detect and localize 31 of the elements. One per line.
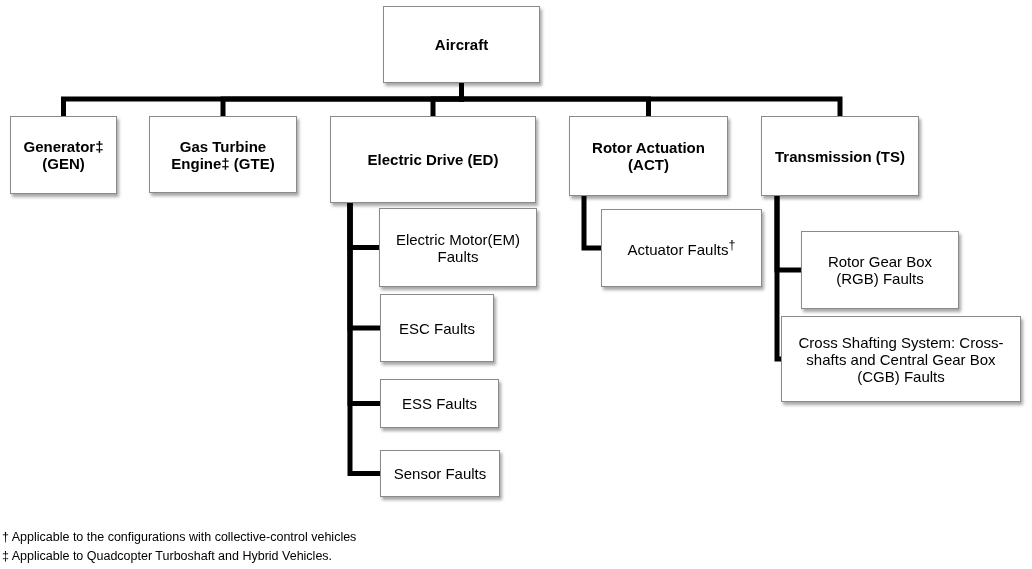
connector-line (581, 196, 601, 251)
box-label: ESS Faults (402, 395, 477, 412)
hierarchy-box (380, 294, 494, 362)
box-label: Aircraft (434, 36, 489, 53)
box-label: Gas Turbine Engine‡ (GTE) (170, 137, 276, 172)
box-label: Transmission (TS) (775, 147, 905, 165)
box-label: Electric Motor(EM) Faults (394, 230, 522, 265)
hierarchy-box (781, 316, 1021, 402)
box-label: Cross Shafting System: Cross-shafts and Central Gear Box (CGB) Faults (797, 333, 1005, 385)
hierarchy-box (761, 116, 919, 196)
footnote: † Applicable to the configurations with collective-control vehicles (2, 530, 357, 544)
box-label: Electric Drive (ED) (367, 151, 499, 168)
box-label: Generator‡ (GEN) (22, 138, 105, 172)
box-label: Actuator Faults$^{†}$ (627, 238, 736, 258)
hierarchy-box (380, 379, 499, 428)
hierarchy-box (569, 116, 728, 196)
box-label: ESC Faults (399, 319, 475, 337)
footnote: ‡ Applicable to Quadcopter Turboshaft and Hybrid Vehicles. (2, 549, 333, 563)
hierarchy-box (149, 116, 297, 193)
hierarchy-box (379, 208, 537, 287)
connector-line (347, 203, 380, 476)
connector-line (774, 196, 781, 362)
box-label: Rotor Actuation (ACT) (591, 139, 706, 173)
box-label: Sensor Faults (393, 465, 487, 482)
hierarchy-box (380, 450, 500, 497)
hierarchy-box (383, 6, 540, 83)
hierarchy-box (330, 116, 536, 203)
box-label: Rotor Gear Box (RGB) Faults (826, 253, 934, 287)
hierarchy-box (801, 231, 959, 309)
hierarchy-box (10, 116, 117, 194)
hierarchy-box (601, 209, 762, 287)
